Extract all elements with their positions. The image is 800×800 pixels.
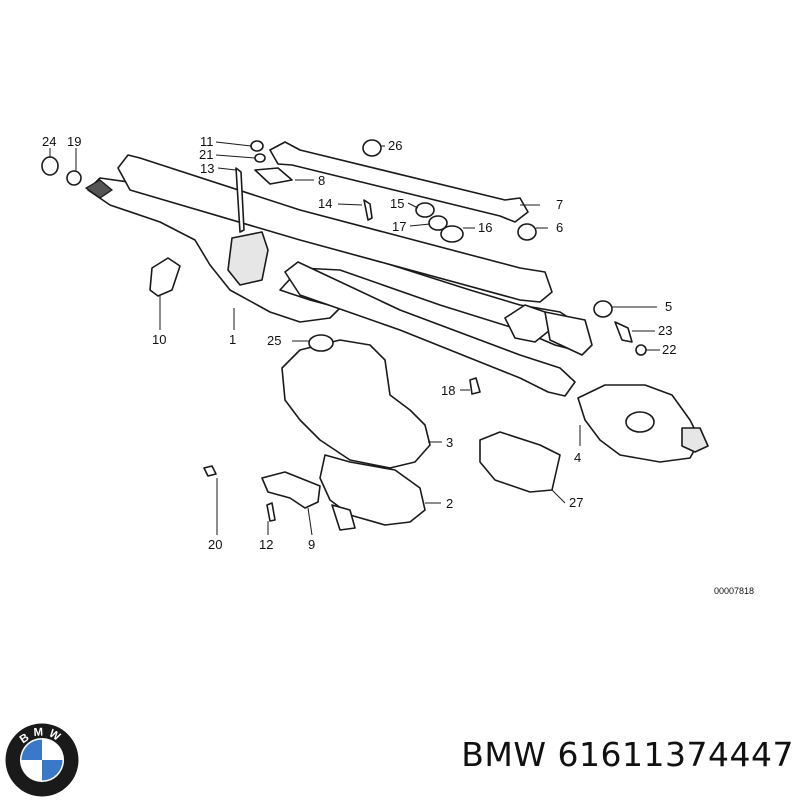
cap-26 bbox=[362, 139, 382, 157]
parts-drawing bbox=[41, 139, 709, 531]
cover-27 bbox=[479, 431, 561, 493]
callout-22: 22 bbox=[662, 342, 676, 357]
part-11 bbox=[250, 140, 264, 152]
callout-21: 21 bbox=[199, 147, 213, 162]
bmw-logo: BMW bbox=[5, 723, 79, 797]
logo-quadrant-blue-br bbox=[42, 760, 63, 781]
nut-19 bbox=[66, 170, 82, 186]
callout-17: 17 bbox=[392, 219, 406, 234]
callout-3: 3 bbox=[446, 435, 453, 450]
callout-27: 27 bbox=[569, 495, 583, 510]
grommet-25 bbox=[308, 334, 334, 352]
link-rod-lower bbox=[284, 261, 576, 397]
wiper-frame bbox=[87, 177, 591, 353]
callout-11: 11 bbox=[200, 134, 214, 149]
gearbox-hub bbox=[625, 411, 655, 433]
callout-1: 1 bbox=[229, 332, 236, 347]
callout-13: 13 bbox=[200, 161, 214, 176]
link-rod-upper bbox=[269, 141, 529, 223]
callout-10: 10 bbox=[152, 332, 166, 347]
bracket-9 bbox=[261, 471, 321, 509]
frame-window bbox=[227, 231, 269, 286]
callout-25: 25 bbox=[267, 333, 281, 348]
washer-5 bbox=[593, 300, 613, 318]
bolt-23 bbox=[614, 321, 633, 343]
callout-9: 9 bbox=[308, 537, 315, 552]
screw-12 bbox=[266, 502, 276, 522]
screw-13 bbox=[235, 167, 245, 233]
callout-24: 24 bbox=[42, 134, 56, 149]
leader-lines bbox=[49, 141, 660, 536]
callout-26: 26 bbox=[388, 138, 402, 153]
washer-24 bbox=[41, 156, 59, 176]
motor-2 bbox=[319, 454, 426, 526]
callout-labels: 24 19 11 21 13 8 26 14 15 17 16 7 6 10 1… bbox=[42, 134, 676, 552]
screw-14 bbox=[363, 199, 373, 221]
ring-15 bbox=[415, 202, 435, 218]
callout-15: 15 bbox=[390, 196, 404, 211]
ring-16 bbox=[440, 225, 464, 243]
footer-part-number: 61611374447 bbox=[557, 735, 794, 774]
motor-housing bbox=[281, 339, 431, 469]
callout-8: 8 bbox=[318, 173, 325, 188]
callout-20: 20 bbox=[208, 537, 222, 552]
logo-quadrant-blue-tl bbox=[21, 739, 42, 760]
callout-6: 6 bbox=[556, 220, 563, 235]
ring-17 bbox=[428, 215, 448, 231]
callout-18: 18 bbox=[441, 383, 455, 398]
nut-22 bbox=[635, 344, 647, 356]
callout-5: 5 bbox=[665, 299, 672, 314]
callout-7: 7 bbox=[556, 197, 563, 212]
cover-10 bbox=[149, 257, 181, 297]
callout-14: 14 bbox=[318, 196, 332, 211]
callout-19: 19 bbox=[67, 134, 81, 149]
clip-8 bbox=[254, 167, 293, 185]
footer-part-caption: BMW 61611374447 bbox=[409, 735, 794, 774]
screw-18 bbox=[469, 377, 481, 395]
callout-12: 12 bbox=[259, 537, 273, 552]
callout-16: 16 bbox=[478, 220, 492, 235]
screw-20 bbox=[203, 465, 217, 477]
callout-2: 2 bbox=[446, 496, 453, 511]
link-rod-long bbox=[117, 154, 553, 303]
callout-4: 4 bbox=[574, 450, 581, 465]
logo-quadrant-white-bl bbox=[21, 760, 42, 781]
gearbox-connector bbox=[681, 427, 709, 453]
part-21 bbox=[254, 153, 266, 163]
image-code: 00007818 bbox=[714, 586, 754, 596]
footer-brand: BMW bbox=[461, 735, 547, 774]
callout-23: 23 bbox=[658, 323, 672, 338]
cap-6 bbox=[517, 223, 537, 241]
bracket-right bbox=[544, 311, 593, 356]
logo-quadrant-white-tr bbox=[42, 739, 63, 760]
motor-2-connector bbox=[331, 504, 356, 531]
pivot-shaft-left bbox=[84, 179, 114, 199]
